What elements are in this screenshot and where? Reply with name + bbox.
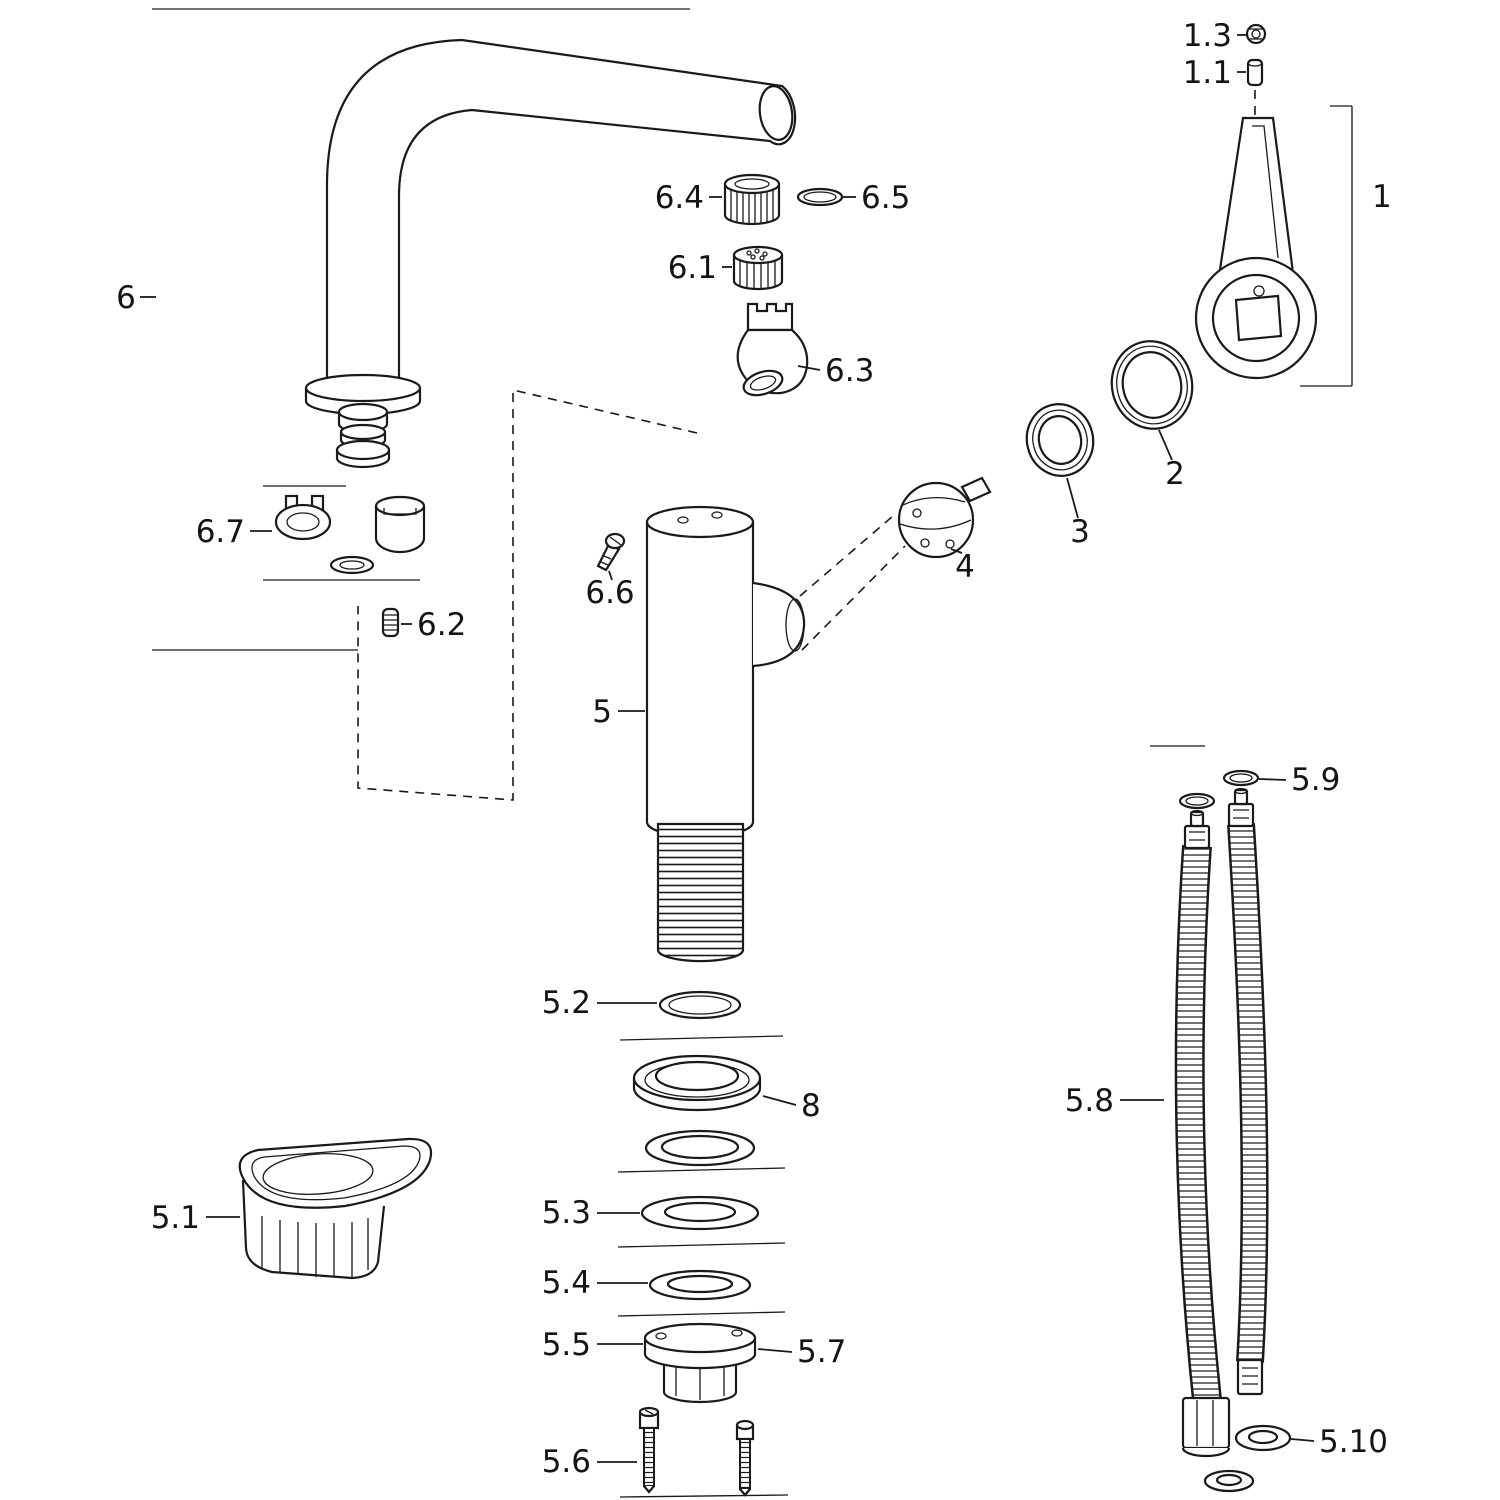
- label-5-9: 5.9: [1258, 762, 1340, 798]
- label-2: 2: [1158, 429, 1185, 492]
- part-8-ring-set: [632, 1054, 762, 1167]
- part-5-10-hose-washers: [1203, 1424, 1292, 1493]
- part-5-8-flexible-hoses: [1174, 787, 1269, 1458]
- part-5-2-o-ring: [658, 990, 742, 1020]
- label-5-3: 5.3: [542, 1195, 640, 1231]
- svg-text:5.3: 5.3: [542, 1195, 591, 1231]
- label-6-4: 6.4: [655, 180, 722, 216]
- part-1-lever-handle: [1194, 105, 1353, 387]
- svg-text:5.7: 5.7: [797, 1334, 846, 1370]
- label-8: 8: [762, 1088, 821, 1124]
- svg-text:8: 8: [801, 1088, 821, 1124]
- label-1-1: 1.1: [1183, 55, 1246, 91]
- part-6-2-knurled-pin: [381, 607, 400, 638]
- part-5-1-base-block: [238, 1137, 433, 1280]
- part-1-1-pin-sleeve: [1246, 58, 1264, 87]
- part-6-1-aerator-insert: [732, 245, 784, 291]
- label-6-7: 6.7: [196, 514, 272, 550]
- svg-text:6.4: 6.4: [655, 180, 704, 216]
- svg-text:4: 4: [955, 549, 975, 585]
- svg-text:6.2: 6.2: [417, 607, 466, 643]
- label-6-3: 6.3: [797, 353, 874, 389]
- part-6-7-retaining-clips: [274, 494, 426, 575]
- label-5-6: 5.6: [542, 1444, 637, 1480]
- svg-text:6.1: 6.1: [668, 250, 717, 286]
- part-3-bearing-ring: [1025, 403, 1095, 477]
- svg-text:5.6: 5.6: [542, 1444, 591, 1480]
- svg-text:1.1: 1.1: [1183, 55, 1232, 91]
- part-6-3-outlet-elbow: [736, 302, 809, 397]
- svg-text:6.6: 6.6: [585, 575, 634, 611]
- label-5-10: 5.10: [1290, 1424, 1388, 1460]
- label-5-2: 5.2: [542, 985, 657, 1021]
- part-4-cartridge: [897, 476, 992, 559]
- reference-lines: [152, 8, 1205, 1498]
- svg-text:5.2: 5.2: [542, 985, 591, 1021]
- svg-text:3: 3: [1070, 514, 1090, 550]
- svg-text:6.3: 6.3: [825, 353, 874, 389]
- svg-text:2: 2: [1165, 456, 1185, 492]
- svg-text:5.1: 5.1: [151, 1200, 200, 1236]
- part-1-3-nut: [1245, 23, 1267, 45]
- label-6-2: 6.2: [401, 607, 466, 643]
- cartridge-guides-dashed: [799, 515, 906, 651]
- assembly-guides-dashed: [357, 90, 1256, 801]
- part-5-9-hose-o-rings: [1178, 769, 1260, 810]
- svg-text:6.5: 6.5: [861, 180, 910, 216]
- svg-text:5: 5: [592, 694, 612, 730]
- part-2-ring: [1110, 340, 1194, 430]
- svg-text:5.10: 5.10: [1319, 1424, 1388, 1460]
- svg-text:5.8: 5.8: [1065, 1083, 1114, 1119]
- label-6: 6: [116, 280, 156, 316]
- labels: 6 6.4 6.5 6.1 6.3 1.3 1.1 1: [116, 18, 1392, 1480]
- svg-text:6: 6: [116, 280, 136, 316]
- svg-text:6.7: 6.7: [196, 514, 245, 550]
- label-6-5: 6.5: [843, 180, 910, 216]
- label-4: 4: [950, 548, 975, 585]
- label-1-3: 1.3: [1183, 18, 1246, 54]
- svg-text:5.9: 5.9: [1291, 762, 1340, 798]
- label-6-1: 6.1: [668, 250, 732, 286]
- label-6-6: 6.6: [585, 570, 635, 611]
- label-3: 3: [1066, 477, 1090, 550]
- part-6-5-o-ring: [796, 187, 844, 207]
- label-1: 1: [1372, 179, 1392, 215]
- part-6-spout: [304, 38, 797, 469]
- part-6-6-set-screw: [596, 532, 626, 572]
- svg-text:1.3: 1.3: [1183, 18, 1232, 54]
- label-5-1: 5.1: [151, 1200, 240, 1236]
- svg-text:5.4: 5.4: [542, 1265, 591, 1301]
- label-5: 5: [592, 694, 645, 730]
- part-5-5-mounting-flange: [643, 1322, 757, 1404]
- label-5-8: 5.8: [1065, 1083, 1164, 1119]
- part-5-6-screws: [638, 1406, 755, 1497]
- part-6-4-aerator-housing: [723, 173, 781, 226]
- part-5-4-washer: [648, 1269, 752, 1301]
- part-5-faucet-body: [645, 505, 806, 963]
- svg-text:5.5: 5.5: [542, 1327, 591, 1363]
- label-5-7: 5.7: [757, 1334, 846, 1370]
- label-5-4: 5.4: [542, 1265, 648, 1301]
- svg-text:1: 1: [1372, 179, 1392, 215]
- label-5-5: 5.5: [542, 1327, 643, 1363]
- part-5-3-washer: [640, 1195, 760, 1231]
